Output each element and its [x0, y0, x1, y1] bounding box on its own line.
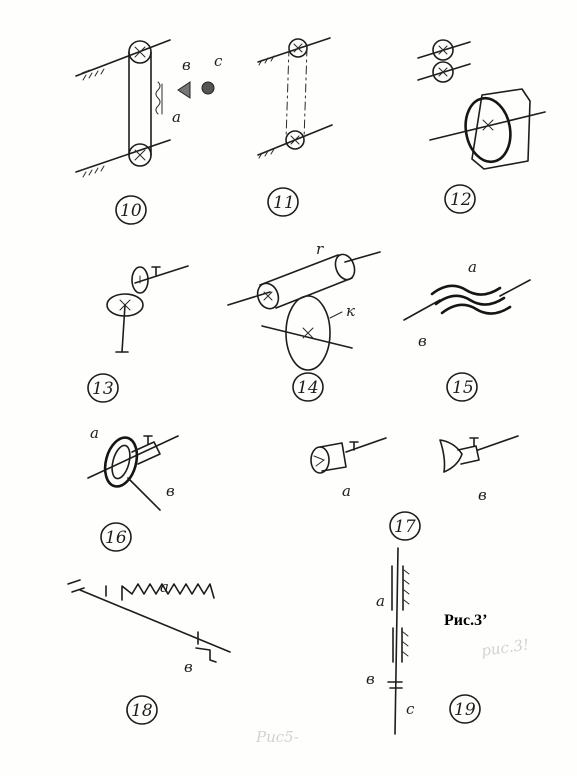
label-14-r: r [316, 240, 324, 258]
label-16-a: a [90, 424, 99, 442]
figure-caption: Рис.3’ [444, 612, 487, 629]
label-10-c: c [214, 52, 223, 70]
number-14: 14 [297, 378, 319, 398]
number-17: 17 [394, 517, 416, 537]
label-19-a: a [376, 592, 385, 610]
label-10-a: a [172, 108, 181, 126]
number-11: 11 [273, 193, 295, 213]
label-17-b: в [478, 486, 487, 504]
diagram-17: a в 17 [310, 435, 519, 541]
diagram-16: a в 16 [87, 424, 179, 552]
label-10-b: в [182, 56, 191, 74]
diagram-14: r к 14 [227, 240, 381, 402]
diagram-15: a в 15 [403, 258, 531, 402]
diagram-10: в c a 10 [75, 39, 223, 225]
number-16: 16 [105, 528, 127, 548]
number-15: 15 [452, 378, 474, 398]
diagram-13: 13 [87, 265, 189, 403]
label-19-c: c [406, 700, 415, 718]
diagram-19: a в c 19 [366, 547, 481, 735]
faint-note-bottom: Рис5- [255, 728, 299, 746]
label-18-a: a [160, 578, 169, 596]
diagram-12: 12 [417, 39, 546, 214]
number-18: 18 [131, 701, 153, 721]
number-13: 13 [92, 379, 114, 399]
diagram-11: 11 [257, 37, 333, 217]
label-15-b: в [418, 332, 427, 350]
diagram-18: a в 18 [67, 578, 231, 725]
number-12: 12 [450, 190, 472, 210]
label-14-k: к [346, 302, 355, 320]
label-17-a: a [342, 482, 351, 500]
label-18-b: в [184, 658, 193, 676]
number-10: 10 [120, 201, 142, 221]
label-15-a: a [468, 258, 477, 276]
label-16-b: в [166, 482, 175, 500]
faint-note-right: рис.3! [480, 635, 530, 660]
label-19-b: в [366, 670, 375, 688]
number-19: 19 [454, 700, 476, 720]
